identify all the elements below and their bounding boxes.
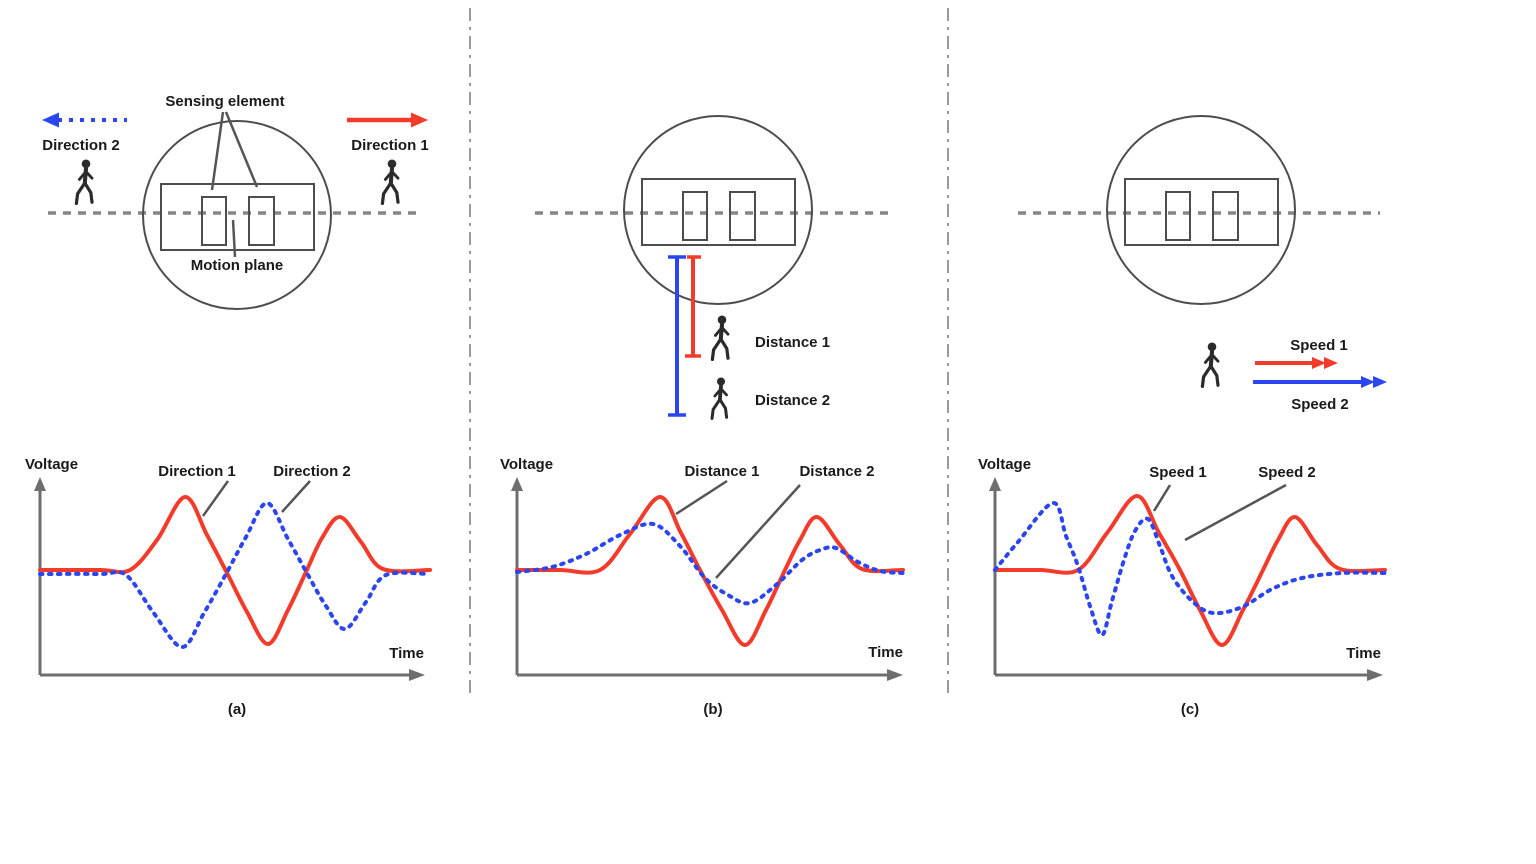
- curve-label-pointer: [675, 479, 728, 516]
- curve-label-pointer: [715, 484, 801, 579]
- curve-label-direction-1: Direction 1: [158, 463, 236, 480]
- direction-2-label: Direction 2: [42, 137, 120, 154]
- direction-1-curve: [38, 495, 432, 646]
- panel-c-schematic: Speed 1 Speed 2: [1018, 115, 1387, 413]
- panel-a-chart: Voltage Time Direction 1 Direction 2 (a): [25, 456, 432, 718]
- curve-label-pointer: [281, 480, 311, 513]
- direction-2-curve: [38, 501, 432, 650]
- curve-label-speed-2: Speed 2: [1258, 464, 1316, 481]
- x-axis-label: Time: [868, 644, 903, 661]
- sensing-element-label: Sensing element: [165, 93, 284, 110]
- curve-label-distance-1: Distance 1: [684, 463, 759, 480]
- speed-2-arrow-icon: [1253, 376, 1387, 388]
- panel-a-schematic: Sensing element Motion plane Direction 2…: [42, 93, 429, 310]
- curve-label-pointer: [201, 480, 230, 517]
- curve-label-pointer: [1152, 484, 1172, 512]
- distance-1-measure-bar: [685, 255, 701, 358]
- walking-person-icon: [382, 159, 398, 203]
- speed-2-label: Speed 2: [1291, 396, 1349, 413]
- speed-1-arrow-icon: [1255, 357, 1338, 369]
- speed-1-label: Speed 1: [1290, 337, 1348, 354]
- x-axis-label: Time: [1346, 645, 1381, 662]
- walking-person-icon: [710, 375, 729, 421]
- pir-sensor-diagram: [142, 120, 332, 310]
- panel-caption: (c): [1181, 701, 1199, 718]
- y-axis-label: Voltage: [978, 456, 1031, 473]
- panel-b-chart: Voltage Time Distance 1 Distance 2 (b): [500, 456, 905, 718]
- walking-person-icon: [712, 315, 728, 359]
- distance-1-label: Distance 1: [755, 334, 830, 351]
- curve-label-direction-2: Direction 2: [273, 463, 351, 480]
- panel-caption: (b): [703, 701, 722, 718]
- curve-label-speed-1: Speed 1: [1149, 464, 1207, 481]
- direction-2-arrow-icon: [42, 112, 127, 128]
- pir-sensor-diagram: [1106, 115, 1296, 305]
- sensing-element-pointer-left: [210, 111, 225, 191]
- y-axis-label: Voltage: [500, 456, 553, 473]
- x-axis-label: Time: [389, 645, 424, 662]
- speed-1-curve: [993, 493, 1387, 648]
- distance-2-measure-bar: [668, 255, 686, 417]
- panel-c-chart: Voltage Time Speed 1 Speed 2 (c): [978, 456, 1387, 718]
- sensing-element-pointer-right: [224, 111, 259, 188]
- walking-person-icon: [76, 159, 92, 203]
- motion-plane-label: Motion plane: [191, 257, 284, 274]
- walking-person-icon: [1202, 342, 1218, 386]
- pir-sensor-diagram: [623, 115, 813, 305]
- direction-1-arrow-icon: [347, 112, 428, 128]
- distance-2-label: Distance 2: [755, 392, 830, 409]
- curve-label-pointer: [1184, 483, 1287, 542]
- panel-caption: (a): [228, 701, 246, 718]
- panel-b-schematic: Distance 1 Distance 2: [535, 115, 893, 421]
- distance-1-curve: [515, 494, 905, 648]
- curve-label-distance-2: Distance 2: [799, 463, 874, 480]
- direction-1-label: Direction 1: [351, 137, 429, 154]
- motion-plane-pointer: [231, 219, 237, 258]
- distance-2-curve: [515, 521, 905, 606]
- y-axis-label: Voltage: [25, 456, 78, 473]
- speed-2-curve: [993, 501, 1387, 637]
